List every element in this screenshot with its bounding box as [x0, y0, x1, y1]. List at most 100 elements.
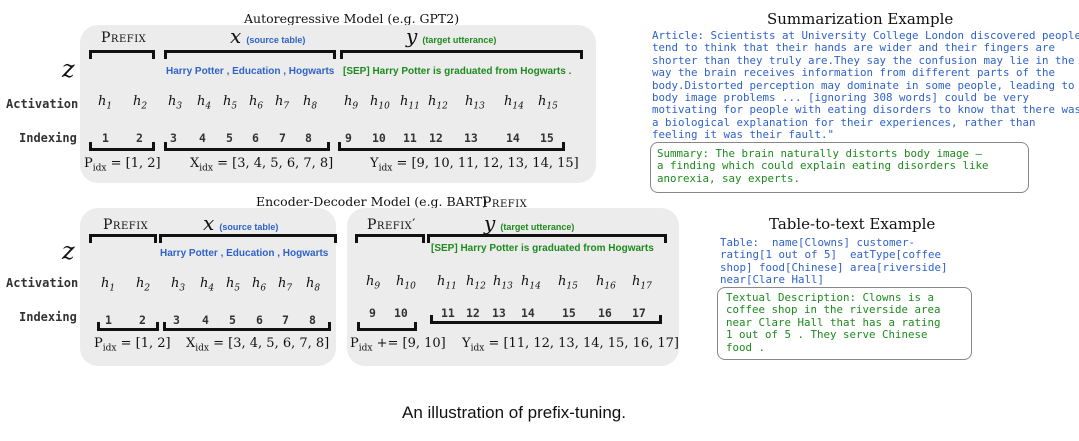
activation-h13: h13 [493, 274, 513, 292]
autoregressive-title: Autoregressive Model (e.g. GPT2) [244, 11, 460, 26]
index-10: 10 [372, 131, 386, 145]
activation-h12: h12 [466, 274, 486, 292]
index-6: 6 [256, 313, 263, 327]
ar-activation-label: Activation [6, 97, 79, 111]
index-3: 3 [173, 313, 180, 327]
index-16: 16 [598, 306, 612, 320]
index-6: 6 [252, 131, 259, 145]
activation-h1: h1 [98, 94, 113, 112]
activation-h15: h15 [538, 94, 558, 112]
index-8: 8 [305, 131, 312, 145]
activation-h12: h12 [428, 94, 448, 112]
enc-x-idx-bracket [163, 322, 331, 331]
description-box [717, 287, 972, 360]
enc-source-text: Harry Potter , Education , Hogwarts [160, 248, 329, 259]
index-7: 7 [279, 131, 286, 145]
enc-p-idx: Pidx = [1, 2] [94, 336, 171, 354]
index-11: 11 [441, 306, 455, 320]
activation-h6: h6 [249, 94, 264, 112]
index-13: 13 [464, 131, 478, 145]
summarization-summary: Summary: The brain naturally distorts bo… [657, 147, 989, 185]
activation-h11: h11 [437, 274, 457, 292]
index-15: 15 [540, 131, 554, 145]
enc-prefix-idx-bracket [97, 322, 159, 331]
activation-h1: h1 [101, 276, 116, 294]
index-7: 7 [282, 313, 289, 327]
figure-caption: An illustration of prefix-tuning. [402, 403, 626, 422]
activation-h16: h16 [596, 274, 616, 292]
activation-h3: h3 [168, 94, 183, 112]
activation-h2: h2 [136, 276, 151, 294]
dec-target-text: [SEP] Harry Potter is graduated from Hog… [431, 243, 654, 254]
activation-h17: h17 [632, 274, 652, 292]
index-12: 12 [429, 131, 443, 145]
ar-x-idx: Xidx = [3, 4, 5, 6, 7, 8] [190, 156, 334, 174]
activation-h4: h4 [200, 276, 215, 294]
ar-y-var: y (target utterance) [406, 24, 497, 48]
index-4: 4 [199, 131, 206, 145]
ar-indexing-label: Indexing [19, 131, 77, 145]
activation-h3: h3 [171, 276, 186, 294]
activation-h11: h11 [400, 94, 420, 112]
ar-source-text: Harry Potter , Education , Hogwarts [166, 66, 335, 77]
activation-h5: h5 [223, 94, 238, 112]
ar-prefix-bracket [89, 50, 155, 59]
activation-h7: h7 [278, 276, 293, 294]
encdec-activation-label: Activation [6, 276, 79, 290]
activation-h5: h5 [226, 276, 241, 294]
index-1: 1 [102, 131, 109, 145]
dec-y-idx-bracket [430, 315, 662, 324]
ar-prefix-idx-bracket [89, 142, 155, 151]
index-12: 12 [466, 306, 480, 320]
activation-h2: h2 [133, 94, 148, 112]
index-17: 17 [632, 306, 646, 320]
dec-p2-idx: Pidx += [9, 10] [350, 336, 446, 354]
ar-prefix-label: Prefix [101, 30, 147, 46]
encdec-z-label: z [62, 237, 75, 265]
ar-y-idx: Yidx = [9, 10, 11, 12, 13, 14, 15] [370, 156, 579, 174]
index-15: 15 [562, 306, 576, 320]
enc-x-var: x (source table) [203, 211, 279, 235]
summary-box [650, 142, 1029, 193]
enc-prefix-bracket [89, 234, 157, 243]
index-5: 5 [226, 131, 233, 145]
index-9: 9 [345, 131, 352, 145]
summarization-article: Article: Scientists at University Colleg… [652, 29, 1079, 142]
ar-x-bracket [164, 50, 336, 59]
ar-target-text: [SEP] Harry Potter is graduated from Hog… [343, 66, 572, 77]
dec-y-idx: Yidx = [11, 12, 13, 14, 15, 16, 17] [462, 336, 680, 354]
ar-y-bracket [340, 50, 583, 59]
table-to-text-title: Table-to-text Example [769, 215, 936, 233]
index-13: 13 [492, 306, 506, 320]
dec-y-var: y (target utterance) [484, 211, 575, 235]
enc-x-idx: Xidx = [3, 4, 5, 6, 7, 8] [186, 336, 330, 354]
encdec-prefix-top: Prefix [482, 195, 528, 211]
ar-p-idx: Pidx = [1, 2] [84, 156, 161, 174]
index-5: 5 [229, 313, 236, 327]
index-4: 4 [202, 313, 209, 327]
activation-h15: h15 [558, 274, 578, 292]
index-2: 2 [139, 313, 146, 327]
activation-h8: h8 [303, 94, 318, 112]
enc-x-bracket [159, 234, 337, 243]
ar-y-idx-bracket [338, 142, 565, 151]
dec-prefix2-bracket [355, 234, 425, 243]
activation-h14: h14 [504, 94, 524, 112]
index-14: 14 [506, 131, 520, 145]
activation-h9: h9 [366, 274, 381, 292]
ar-x-var: x (source table) [230, 24, 306, 48]
activation-h14: h14 [521, 274, 541, 292]
index-2: 2 [136, 131, 143, 145]
summarization-title: Summarization Example [767, 10, 954, 28]
ar-z-label: z [62, 55, 75, 83]
activation-h9: h9 [344, 94, 359, 112]
activation-h6: h6 [252, 276, 267, 294]
dec-prefix2-idx-bracket [357, 322, 417, 331]
index-1: 1 [105, 313, 112, 327]
activation-h10: h10 [396, 274, 416, 292]
dec-prefix2-label: Prefix′ [367, 217, 416, 233]
activation-h13: h13 [465, 94, 485, 112]
encdec-indexing-label: Indexing [19, 310, 77, 324]
table-to-text-description: Textual Description: Clowns is a coffee … [726, 291, 941, 354]
activation-h8: h8 [306, 276, 321, 294]
